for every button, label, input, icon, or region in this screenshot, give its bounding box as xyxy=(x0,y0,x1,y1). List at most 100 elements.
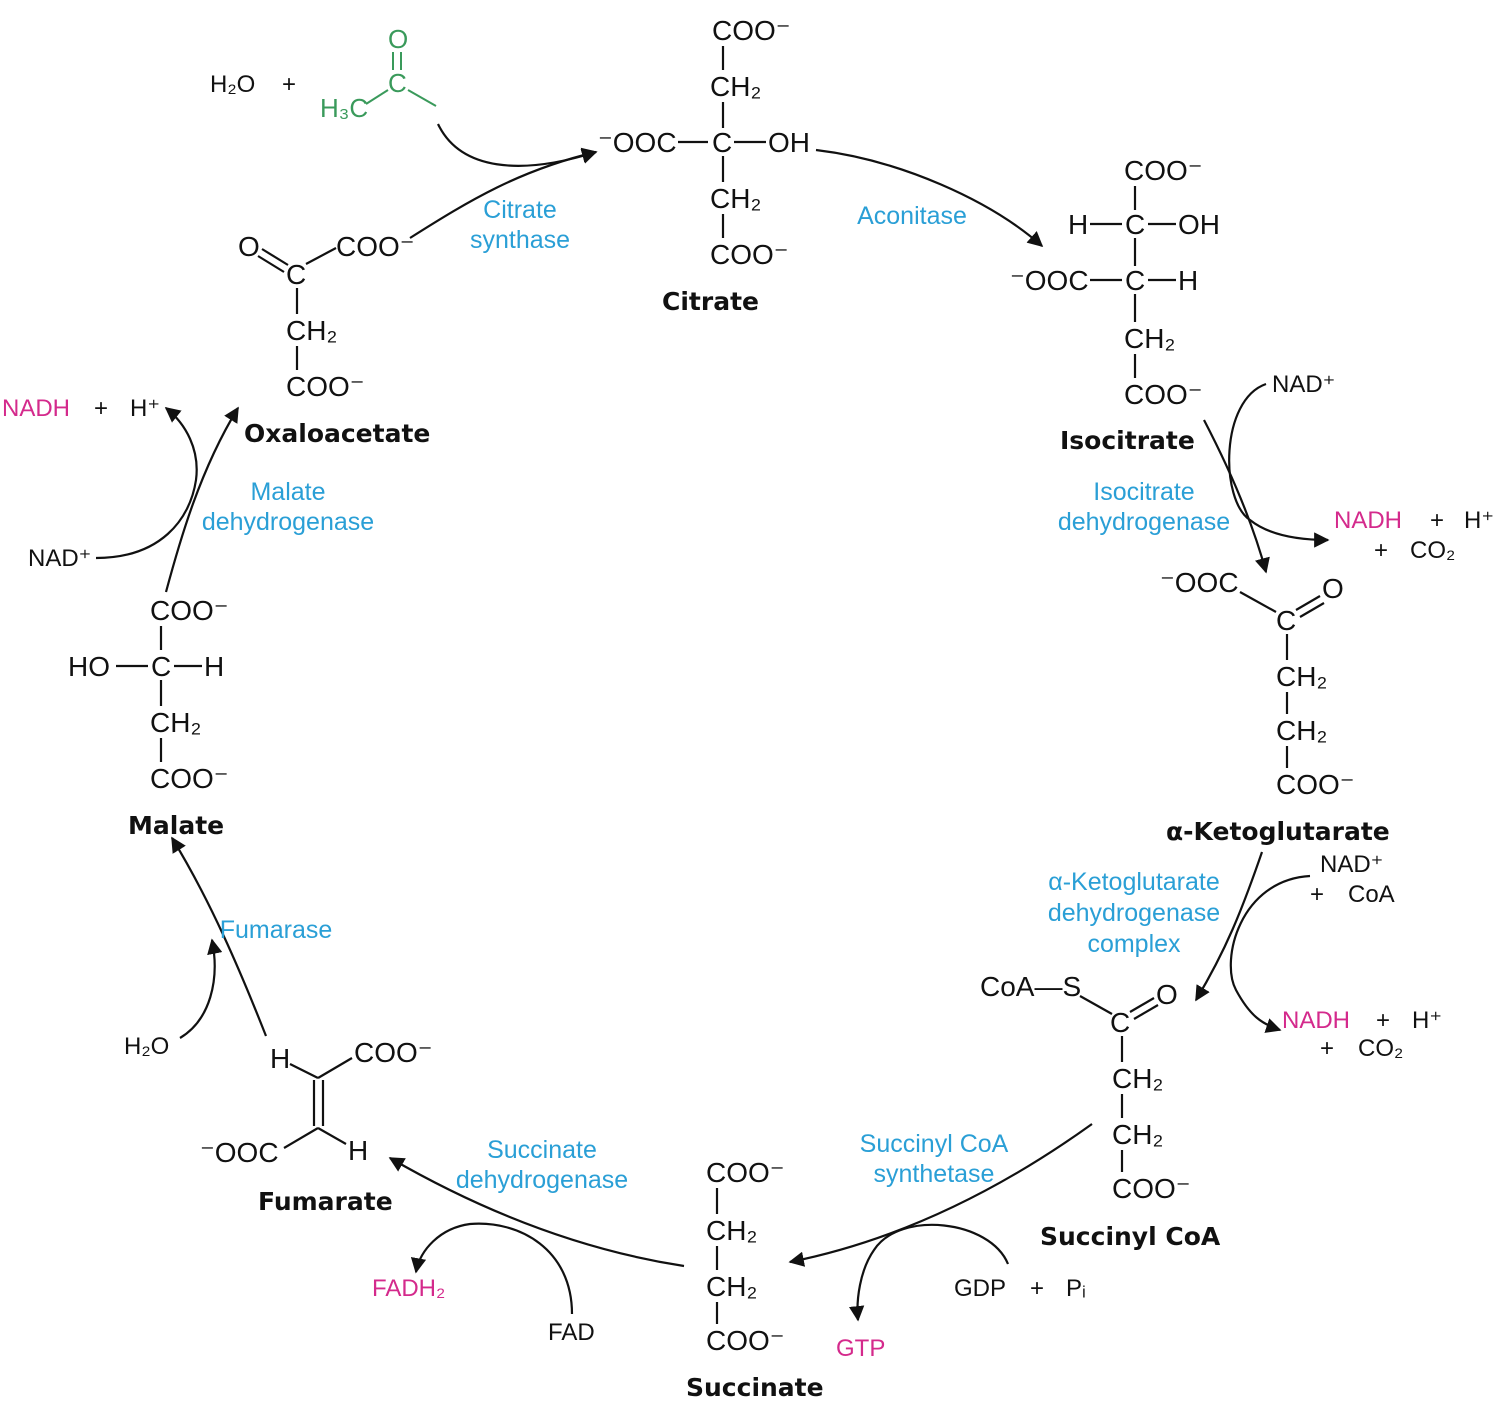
fumarase-arrow xyxy=(171,836,268,1037)
akg-dh-label-3: complex xyxy=(1087,930,1181,958)
bond xyxy=(317,1127,347,1145)
malate-ch2: CH₂ xyxy=(150,707,201,738)
succinate-ch2-b: CH₂ xyxy=(706,1271,757,1302)
fumarate-label: Fumarate xyxy=(258,1187,393,1216)
isocitrate-dh-label-2: dehydrogenase xyxy=(1058,508,1230,536)
fumarate-ooc: ⁻OOC xyxy=(200,1137,279,1168)
acetyl-entry-arrow xyxy=(437,123,598,167)
oxaloacetate-carbonyl-carbon: C xyxy=(286,259,306,290)
gtp-label: GTP xyxy=(836,1335,885,1362)
bond xyxy=(1079,995,1113,1015)
succinyl-oxygen: O xyxy=(1156,979,1178,1010)
citrate-ch2-top: CH₂ xyxy=(710,71,761,102)
succinyl-ch2-a: CH₂ xyxy=(1112,1063,1163,1094)
citrate-synthase-label-1: Citrate xyxy=(483,196,557,224)
succinate-dh-label-2: dehydrogenase xyxy=(456,1166,628,1194)
isocitrate-ooc: ⁻OOC xyxy=(1010,265,1089,296)
succinate-dh-label-1: Succinate xyxy=(487,1136,597,1164)
akg-dh-label-2: dehydrogenase xyxy=(1048,899,1220,927)
plus-sign: + xyxy=(1030,1275,1044,1302)
isocitrate-ch2: CH₂ xyxy=(1124,323,1175,354)
acetyl-coa-input: H₂O + O C H₃C xyxy=(210,24,437,123)
cofactor-arrows xyxy=(95,382,1330,1322)
citrate-coo-bottom: COO⁻ xyxy=(710,239,789,270)
fumarate-molecule: H COO⁻ ⁻OOC H Fumarate xyxy=(200,1037,433,1216)
akg-ooc: ⁻OOC xyxy=(1160,567,1239,598)
isocitrate-nadh: NADH xyxy=(1334,507,1402,534)
succinyl-coa-synthetase-label-1: Succinyl CoA xyxy=(860,1130,1009,1158)
gdp-gtp-arrow xyxy=(848,1223,1010,1322)
bond xyxy=(1239,591,1277,613)
aconitase-arrow xyxy=(815,148,1044,248)
malate-label: Malate xyxy=(128,811,224,840)
plus-sign: + xyxy=(1376,1007,1390,1034)
akg-coo: COO⁻ xyxy=(1276,769,1355,800)
oxaloacetate-coo-bottom: COO⁻ xyxy=(286,371,365,402)
succinyl-coa-label: Succinyl CoA xyxy=(1040,1222,1221,1251)
isocitrate-dh-label-1: Isocitrate xyxy=(1093,478,1194,506)
isocitrate-h-plus: H⁺ xyxy=(1464,507,1494,534)
akg-carbonyl-carbon: C xyxy=(1276,605,1296,636)
bond xyxy=(289,1063,319,1079)
isocitrate-oh: OH xyxy=(1178,209,1220,240)
aconitase-label: Aconitase xyxy=(857,202,967,230)
malate-dh-label-2: dehydrogenase xyxy=(202,508,374,536)
bond xyxy=(317,1057,353,1079)
bond xyxy=(283,1127,319,1149)
bond xyxy=(305,247,337,265)
oxaloacetate-molecule: O C COO⁻ CH₂ COO⁻ Oxaloacetate xyxy=(238,231,430,448)
malate-ho: HO xyxy=(68,651,110,682)
succinyl-ch2-b: CH₂ xyxy=(1112,1119,1163,1150)
malate-molecule: COO⁻ HO C H CH₂ COO⁻ Malate xyxy=(68,595,229,840)
acetyl-carbon: C xyxy=(388,68,407,98)
bond xyxy=(1295,595,1321,611)
akg-oxygen: O xyxy=(1322,573,1344,604)
succinyl-coa-s: CoA—S xyxy=(980,971,1081,1002)
fad-label: FAD xyxy=(548,1319,595,1346)
fumarase-water: H₂O xyxy=(124,1033,169,1060)
oxaloacetate-ch2: CH₂ xyxy=(286,315,337,346)
cofactor-labels: NAD⁺ NADH + H⁺ + CO₂ NAD⁺ + CoA NADH + H… xyxy=(2,371,1494,1362)
isocitrate-c1: C xyxy=(1125,209,1145,240)
bond xyxy=(1299,602,1325,618)
succinyl-coo: COO⁻ xyxy=(1112,1173,1191,1204)
akg-coa: CoA xyxy=(1348,881,1395,908)
oxaloacetate-coo-top: COO⁻ xyxy=(336,231,415,262)
fadh2-label: FADH₂ xyxy=(372,1275,445,1302)
akg-label: α-Ketoglutarate xyxy=(1166,817,1390,846)
fumarate-h-bottom: H xyxy=(348,1135,368,1166)
bond xyxy=(1133,1004,1159,1020)
succinate-coo-top: COO⁻ xyxy=(706,1157,785,1188)
fumarase-water-arrow xyxy=(179,938,223,1039)
akg-ch2-a: CH₂ xyxy=(1276,661,1327,692)
malate-central-carbon: C xyxy=(151,651,171,682)
isocitrate-label: Isocitrate xyxy=(1060,426,1195,455)
bond xyxy=(257,255,285,273)
malate-nad: NAD⁺ xyxy=(28,545,91,572)
malate-coo-bottom: COO⁻ xyxy=(150,763,229,794)
isocitrate-coo-bottom: COO⁻ xyxy=(1124,379,1203,410)
isocitrate-dh-arrow xyxy=(1203,419,1270,574)
isocitrate-h2: H xyxy=(1178,265,1198,296)
fad-fadh2-arrow xyxy=(410,1222,574,1315)
plus-sign: + xyxy=(1320,1035,1334,1062)
akg-co2: CO₂ xyxy=(1358,1035,1403,1062)
cycle-arrows xyxy=(164,123,1270,1268)
isocitrate-co2: CO₂ xyxy=(1410,537,1455,564)
plus-sign: + xyxy=(1374,537,1388,564)
acetyl-oxygen: O xyxy=(388,24,408,54)
acetyl-methyl-bond xyxy=(365,89,389,105)
citrate-ch2-bottom: CH₂ xyxy=(710,183,761,214)
oxaloacetate-label: Oxaloacetate xyxy=(244,419,430,448)
fumarase-label: Fumarase xyxy=(220,916,333,944)
isocitrate-molecule: COO⁻ H C OH ⁻OOC C H CH₂ COO⁻ Isocitrate xyxy=(1010,155,1220,455)
succinate-dh-arrow xyxy=(388,1157,685,1268)
akg-nad: NAD⁺ xyxy=(1320,851,1383,878)
akg-nadh: NADH xyxy=(1282,1007,1350,1034)
succinyl-carbonyl-carbon: C xyxy=(1110,1007,1130,1038)
malate-h: H xyxy=(204,651,224,682)
malate-nadh: NADH xyxy=(2,395,70,422)
citrate-oh: OH xyxy=(768,127,810,158)
succinyl-coa-synthetase-arrow xyxy=(788,1123,1093,1267)
